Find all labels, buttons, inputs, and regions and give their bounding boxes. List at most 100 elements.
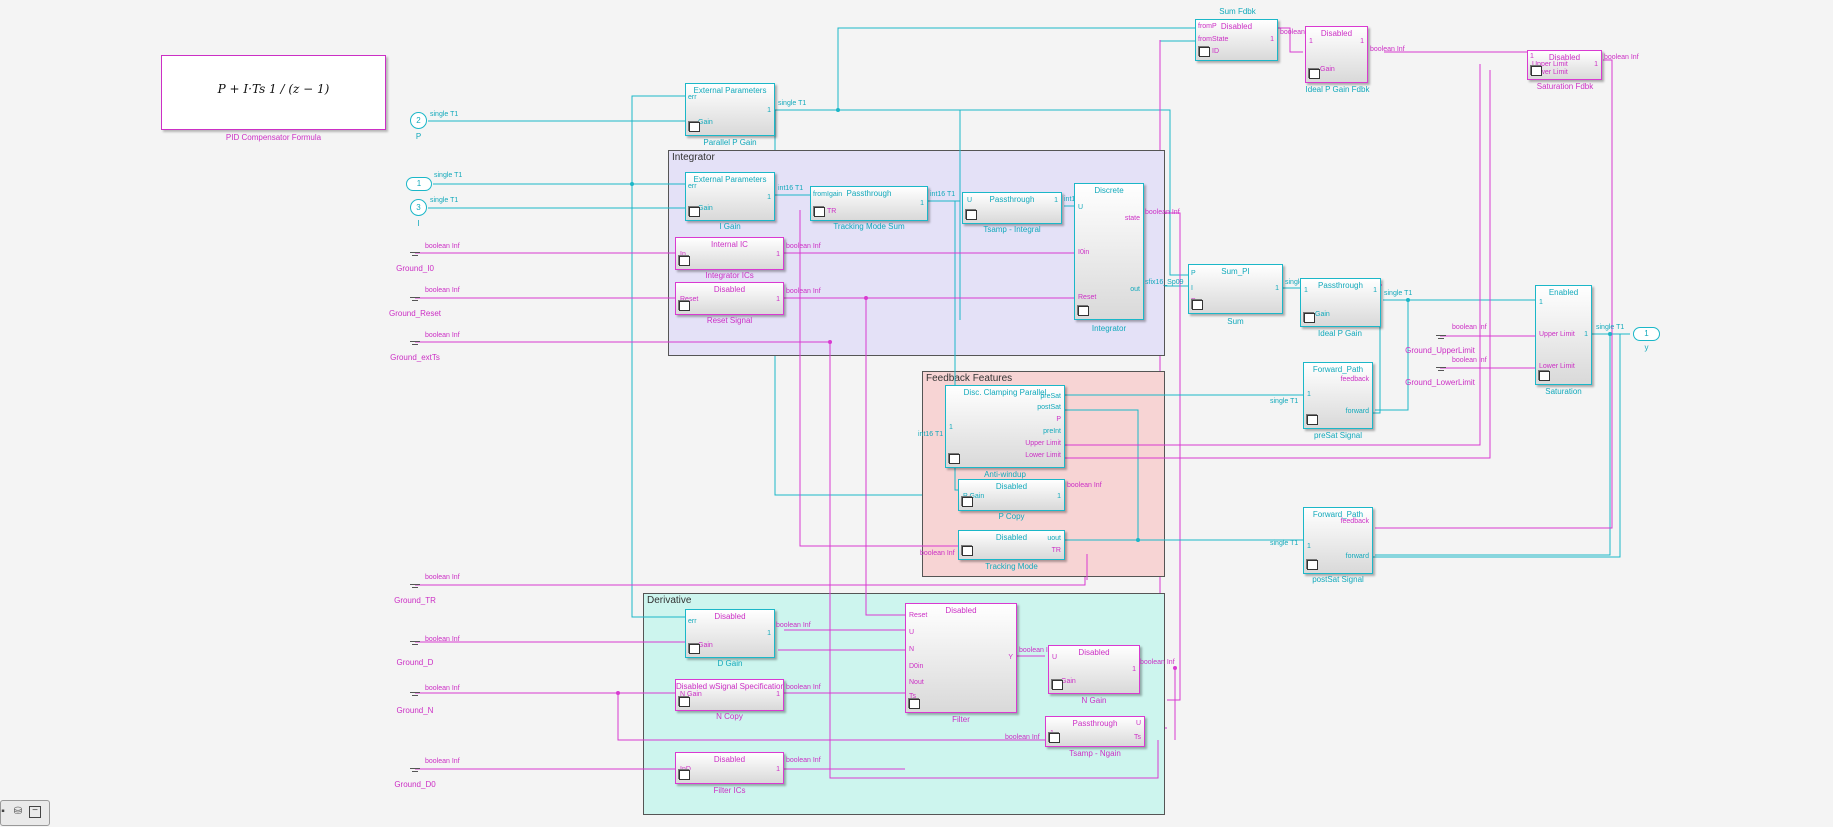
n-gain-label: N Gain — [1081, 696, 1107, 705]
inport-p[interactable]: 2 — [410, 112, 427, 129]
ideal-p-gain-fdbk-label: Ideal P Gain Fdbk — [1305, 85, 1370, 94]
tsamp-ngain-block[interactable]: Passthrough 1 U Ts — [1045, 716, 1145, 747]
database-icon[interactable]: ⛁ — [13, 806, 23, 817]
sum-label: Sum — [1227, 317, 1244, 326]
integrator-ics-signal: boolean Inf — [786, 243, 821, 250]
integrator-state-signal: boolean Inf — [1145, 209, 1180, 216]
pid-formula-block[interactable]: P + I·Ts 1 / (z − 1) — [161, 55, 386, 130]
inport-p-label: P — [415, 132, 422, 141]
ground-d-icon[interactable] — [410, 641, 420, 647]
integrator-out-signal: sfix16_Sp09 — [1145, 279, 1184, 286]
ideal-p-gain-block[interactable]: Passthrough 1 Gain 1 — [1300, 278, 1381, 327]
ground-d-label: Ground_D — [396, 658, 434, 667]
ground-lowerlimit-signal: boolean Inf — [1452, 357, 1487, 364]
saturation-fdbk-signal: boolean Inf — [1604, 54, 1639, 61]
n-copy-signal: boolean Inf — [786, 684, 821, 691]
parallel-p-gain-block[interactable]: External Parameters err Gain 1 — [685, 83, 775, 136]
ideal-p-gain-fdbk-block[interactable]: Disabled 1 Gain 1 — [1305, 26, 1368, 83]
formula-text: P + I·Ts 1 / (z − 1) — [217, 82, 330, 96]
ground-n-label: Ground_N — [396, 706, 434, 715]
ground-reset-icon[interactable] — [410, 297, 420, 303]
n-gain-signal: boolean Inf — [1140, 659, 1175, 666]
inport-i-label: I — [417, 219, 420, 228]
ground-upperlimit-signal: boolean Inf — [1452, 324, 1487, 331]
zoom-fit-icon[interactable]: ▪ — [1, 806, 5, 817]
postsat-signal-block[interactable]: Forward_Path feedback 1 forward — [1303, 507, 1373, 574]
i-gain-signal: int16 T1 — [778, 185, 804, 192]
tsamp-ngain-signal: boolean Inf — [1005, 734, 1040, 741]
tsamp-integral-block[interactable]: Passthrough U 1 — [962, 192, 1062, 224]
ground-d0-signal: boolean Inf — [425, 758, 460, 765]
presat-signal-block[interactable]: Forward_Path feedback 1 forward — [1303, 362, 1373, 429]
inport-p-signal: single T1 — [430, 111, 459, 118]
integrator-ics-label: Integrator ICs — [705, 271, 754, 280]
ground-n-signal: boolean Inf — [425, 685, 460, 692]
filter-ics-block[interactable]: Disabled InD 1 — [675, 752, 784, 784]
ground-i0-icon[interactable] — [410, 252, 420, 258]
canvas-toolbar[interactable]: ▪ ⛁ − — [0, 800, 50, 826]
ground-upperlimit-icon[interactable] — [1436, 335, 1446, 341]
postsat-signal-label: postSat Signal — [1312, 575, 1364, 584]
ground-reset-label: Ground_Reset — [388, 309, 442, 318]
ground-reset-signal: boolean Inf — [425, 287, 460, 294]
tracking-mode-sum-block[interactable]: Passthrough fromIgain TR 1 — [810, 186, 928, 221]
p-copy-label: P Copy — [998, 512, 1025, 521]
reset-signal-block[interactable]: Disabled Reset 1 — [675, 282, 784, 315]
integrator-label: Integrator — [1091, 324, 1127, 333]
sum-fdbk-block[interactable]: Disabled fromP fromState ID 1 — [1195, 19, 1278, 61]
inport-i-signal: single T1 — [430, 197, 459, 204]
ground-upperlimit-label: Ground_UpperLimit — [1405, 346, 1475, 355]
minimize-icon[interactable]: − — [29, 806, 41, 818]
ground-d0-icon[interactable] — [410, 768, 420, 774]
inport-i[interactable]: 3 — [410, 199, 427, 216]
sum-fdbk-signal: boolean Inf — [1280, 29, 1315, 36]
formula-label: PID Compensator Formula — [225, 133, 322, 142]
n-gain-block[interactable]: Disabled U Gain 1 — [1048, 645, 1140, 694]
ground-d-signal: boolean Inf — [425, 636, 460, 643]
ideal-p-gain-label: Ideal P Gain — [1318, 329, 1362, 338]
feedback-area-title: Feedback Features — [926, 373, 1013, 384]
ground-i0-label: Ground_I0 — [396, 264, 434, 273]
tracking-mode-sum-signal: int16 T1 — [930, 191, 956, 198]
integrator-ics-block[interactable]: Internal IC In 1 — [675, 237, 784, 270]
tracking-mode-signal: boolean Inf — [920, 550, 955, 557]
ideal-p-gain-signal: single T1 — [1384, 290, 1413, 297]
reset-signal-signal: boolean Inf — [786, 288, 821, 295]
tracking-mode-block[interactable]: Disabled uout TR — [958, 530, 1065, 560]
filter-ics-label: Filter ICs — [713, 786, 746, 795]
saturation-block[interactable]: Enabled 1 Upper Limit Lower Limit 1 — [1535, 285, 1592, 385]
parallel-p-gain-label: Parallel P Gain — [703, 138, 757, 147]
integrator-block[interactable]: Discrete U I0in Reset state out — [1074, 183, 1144, 320]
ground-tr-icon[interactable] — [410, 584, 420, 590]
sum-block[interactable]: Sum_PI P I D 1 — [1188, 264, 1283, 314]
inport-1[interactable]: 1 — [406, 177, 432, 191]
tsamp-ngain-label: Tsamp - Ngain — [1069, 749, 1121, 758]
tracking-mode-sum-label: Tracking Mode Sum — [833, 222, 905, 231]
ground-extts-icon[interactable] — [410, 341, 420, 347]
ground-lowerlimit-icon[interactable] — [1436, 367, 1446, 373]
anti-windup-label: Anti-windup — [984, 470, 1026, 479]
filter-label: Filter — [952, 715, 970, 724]
ground-tr-label: Ground_TR — [394, 596, 436, 605]
anti-windup-block[interactable]: Disc. Clamping Parallel preSat postSat P… — [945, 385, 1065, 468]
saturation-signal: single T1 — [1596, 324, 1625, 331]
ground-extts-label: Ground_extTs — [390, 353, 440, 362]
filter-block[interactable]: Disabled Reset U N D0in Nout Ts Y — [905, 603, 1017, 713]
n-copy-block[interactable]: Disabled wSignal Specification N Gain 1 — [675, 679, 784, 711]
sum-fdbk-label: Sum Fdbk — [1219, 7, 1256, 16]
d-gain-signal: boolean Inf — [776, 622, 811, 629]
tsamp-integral-label: Tsamp - Integral — [983, 225, 1041, 234]
sum-signal: single T1 — [1285, 279, 1313, 286]
ground-n-icon[interactable] — [410, 692, 420, 698]
tracking-mode-label: Tracking Mode — [985, 562, 1038, 571]
outport-y-label: y — [1644, 343, 1649, 352]
d-gain-block[interactable]: Disabled err Gain 1 — [685, 609, 775, 658]
outport-y[interactable]: 1 — [1633, 327, 1660, 341]
saturation-fdbk-block[interactable]: Disabled 1 Upper Limit Lower Limit 1 — [1527, 50, 1602, 80]
i-gain-block[interactable]: External Parameters err Gain 1 — [685, 172, 775, 221]
ground-d0-label: Ground_D0 — [394, 780, 436, 789]
filter-signal: boolean Inf — [1019, 647, 1054, 654]
postsat-signal-signal: single T1 — [1270, 540, 1299, 547]
derivative-area-title: Derivative — [647, 595, 692, 606]
p-copy-block[interactable]: Disabled P Gain 1 — [958, 479, 1065, 511]
